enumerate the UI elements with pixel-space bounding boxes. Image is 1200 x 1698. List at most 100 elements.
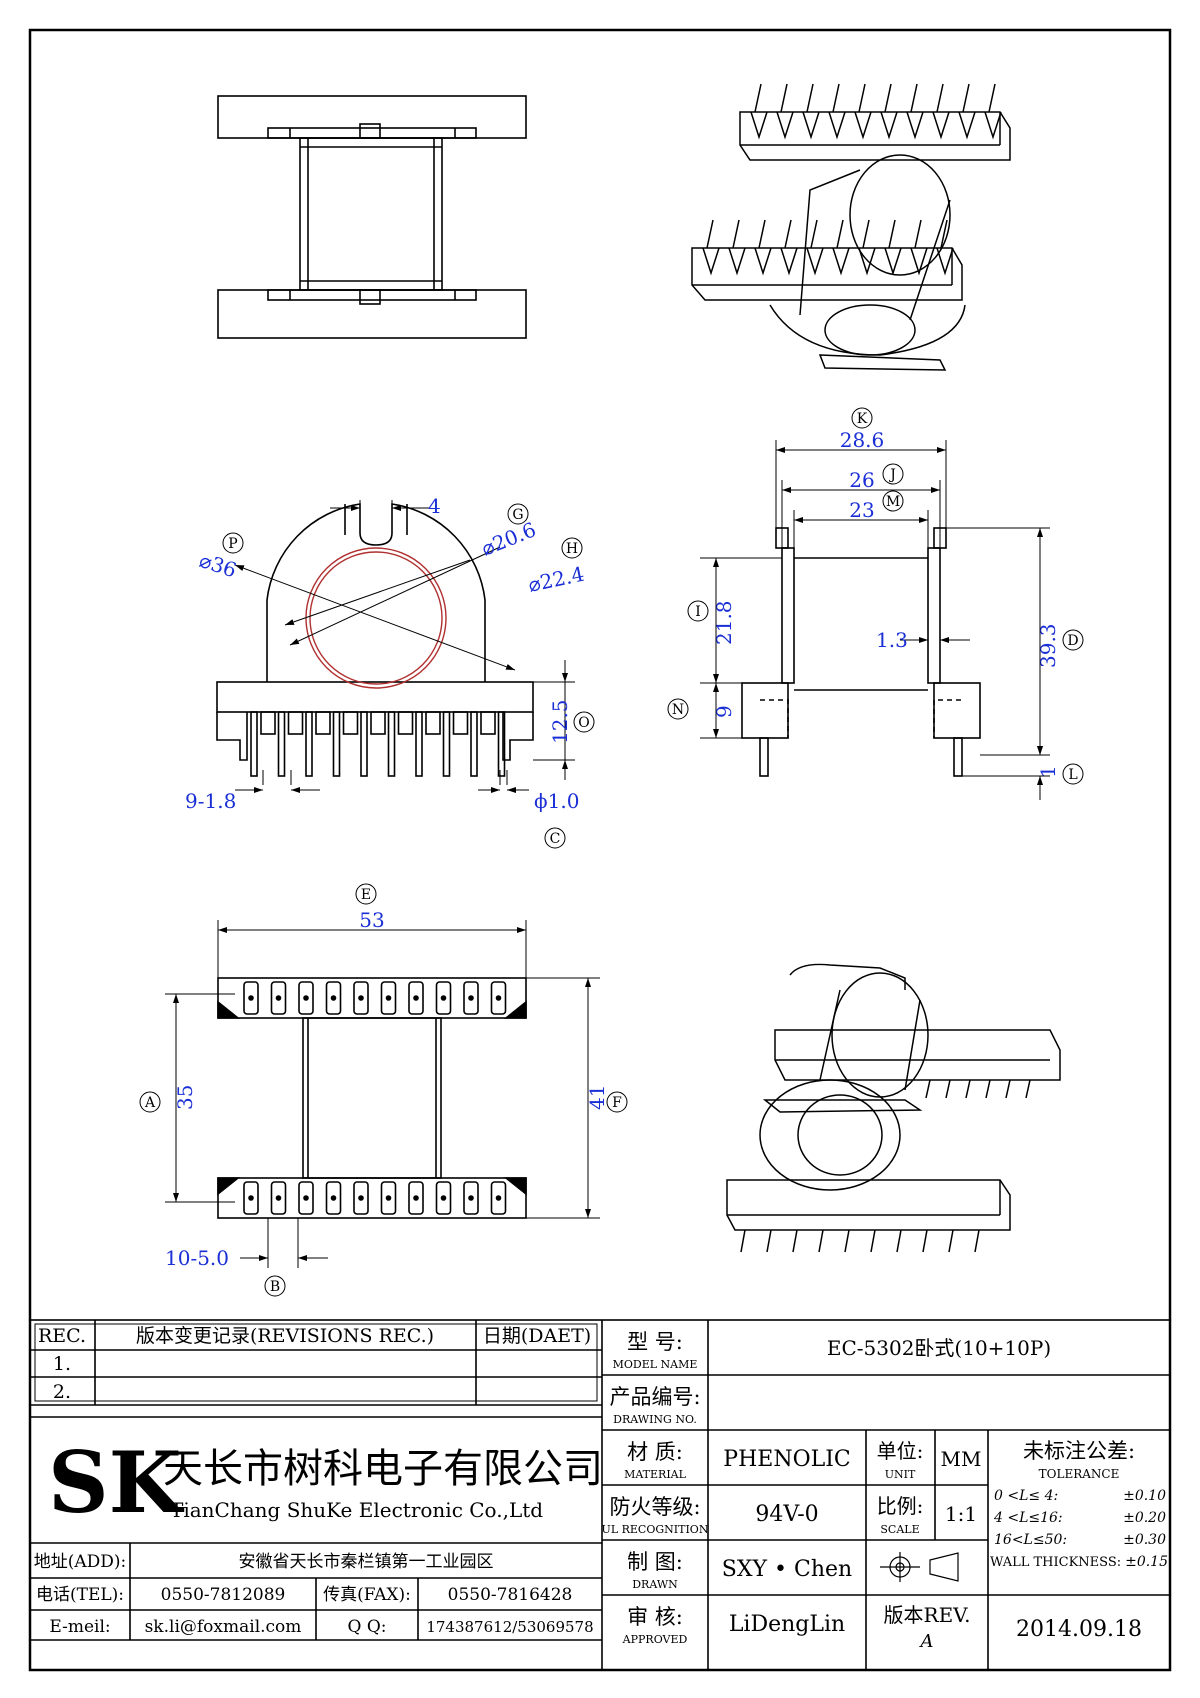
- iso-pin: [945, 1079, 951, 1099]
- bottom-pad: [243, 1181, 259, 1215]
- iso-pin: [1005, 1079, 1011, 1099]
- iso-pin-notch: [906, 111, 924, 140]
- callout-H: H: [566, 541, 578, 557]
- bottom-pad: [243, 981, 259, 1015]
- dim-D-value: 39.3: [1036, 623, 1060, 668]
- drawn-value: SXY • Chen: [722, 1557, 852, 1582]
- iso-pin: [780, 83, 788, 113]
- front-pin: [305, 711, 313, 777]
- tolerance-title: 未标注公差:: [1023, 1439, 1135, 1463]
- front-pin: [497, 711, 506, 777]
- bottom-pad: [325, 1181, 342, 1215]
- bottom-pin-hole: [495, 995, 502, 1001]
- drawn-label-en: DRAWN: [632, 1578, 678, 1591]
- dim-pin-diameter: ϕ1.0: [534, 789, 579, 813]
- iso-pin: [758, 219, 766, 249]
- side-view-dim-text: 28.6 26 23 21.8 9 1.3 39.3 1: [712, 428, 1060, 778]
- iso-pin: [888, 219, 896, 249]
- front-view-dims: [234, 500, 575, 793]
- iso-pin-notch: [832, 247, 850, 276]
- side-view-callouts: K J M I N D L: [667, 407, 1084, 785]
- dim-L-value: 1: [1036, 765, 1060, 778]
- front-view-callouts: G H P O C: [222, 503, 595, 849]
- bottom-pin-hole: [248, 1195, 254, 1201]
- callout-D: D: [1067, 633, 1078, 649]
- fire-label-en: UL RECOGNITION: [602, 1523, 709, 1536]
- iso-pin-notch: [802, 111, 820, 140]
- iso-pin-notch: [880, 111, 898, 140]
- qq-value: 174387612/53069578: [426, 1618, 593, 1636]
- drawing-label-en: DRAWING NO.: [613, 1413, 697, 1426]
- tol-val-1: ±0.10: [1123, 1488, 1166, 1504]
- front-pin: [332, 711, 341, 777]
- dim-K-value: 28.6: [840, 428, 885, 452]
- tol-range-3: 16<L≤50:: [994, 1532, 1067, 1548]
- iso-pin-notch: [806, 247, 824, 276]
- bottom-pin-hole: [440, 1195, 447, 1201]
- approved-label-en: APPROVED: [622, 1633, 688, 1646]
- drawing-label-cn: 产品编号:: [609, 1385, 700, 1409]
- dim-M-value: 23: [849, 498, 874, 522]
- bottom-pin-hole: [468, 995, 474, 1001]
- approved-label-cn: 审 核:: [627, 1605, 683, 1629]
- email-value: sk.li@foxmail.com: [145, 1617, 302, 1637]
- callout-J: J: [888, 467, 896, 483]
- iso-pin: [754, 83, 762, 113]
- front-view-dim-text: 4 ⌀20.6 ⌀22.4 ⌀36 12.5 9-1.8 ϕ1.0: [185, 494, 586, 813]
- wall-thickness-label: WALL THICKNESS:: [990, 1555, 1121, 1570]
- front-pin-slot: [260, 711, 276, 735]
- dim-O-value: 12.5: [548, 699, 572, 744]
- iso-pin: [985, 1079, 991, 1099]
- unit-label-en: UNIT: [885, 1468, 916, 1481]
- iso-pin: [965, 1079, 971, 1099]
- bottom-pad: [408, 1181, 424, 1215]
- bottom-pin-hole: [413, 995, 419, 1001]
- side-view: [741, 527, 981, 777]
- side-view-dims: [700, 440, 1050, 800]
- sheet-border: [28, 28, 1172, 1672]
- iso-pin: [784, 219, 792, 249]
- rev-header: REC.: [38, 1325, 86, 1347]
- tolerance-en: TOLERANCE: [1039, 1467, 1120, 1481]
- front-pin-slot: [287, 711, 304, 735]
- front-pin-slot: [315, 711, 331, 735]
- bottom-pad: [270, 981, 287, 1015]
- iso-pin-notch: [750, 111, 768, 140]
- dim-pin-pitch: 9-1.8: [185, 789, 236, 813]
- iso-pin-notch: [828, 111, 846, 140]
- tel-value: 0550-7812089: [161, 1585, 286, 1605]
- bottom-pin-hole: [358, 1195, 364, 1201]
- iso-pin: [1025, 1079, 1031, 1099]
- bottom-pin-hole: [440, 995, 447, 1001]
- iso-pin: [836, 219, 844, 249]
- bottom-pad: [298, 981, 314, 1015]
- iso-pin-notch: [910, 247, 928, 276]
- callout-B: B: [270, 1279, 280, 1295]
- bottom-view-dims: [165, 920, 600, 1268]
- dim-B-value: 10-5.0: [165, 1246, 229, 1270]
- iso-pin-notch: [858, 247, 876, 276]
- front-pin: [415, 711, 423, 777]
- iso-pin-notch: [958, 111, 976, 140]
- bottom-pin-hole: [275, 995, 282, 1001]
- bottom-pin-hole: [468, 1195, 474, 1201]
- iso-pin-notch: [854, 111, 872, 140]
- dim-G-value: ⌀20.6: [478, 517, 539, 560]
- iso-pin-notch: [702, 247, 720, 276]
- tol-val-3: ±0.30: [1123, 1532, 1166, 1548]
- iso-pin: [732, 219, 740, 249]
- callout-L: L: [1068, 767, 1077, 783]
- bottom-pad: [490, 1181, 507, 1215]
- company-logo: SK: [48, 1433, 185, 1532]
- front-pin-slot: [342, 711, 359, 735]
- iso-pin: [974, 1229, 980, 1253]
- iso-pin: [810, 219, 818, 249]
- front-pin: [360, 711, 368, 777]
- date-header: 日期(DAET): [483, 1325, 591, 1347]
- iso-pin-notch: [984, 111, 1002, 140]
- model-value: EC-5302卧式(10+10P): [827, 1336, 1051, 1360]
- projection-symbol-icon: [880, 1552, 959, 1582]
- scale-label-cn: 比例:: [877, 1494, 924, 1518]
- front-pin: [442, 711, 451, 777]
- callout-P: P: [228, 536, 237, 552]
